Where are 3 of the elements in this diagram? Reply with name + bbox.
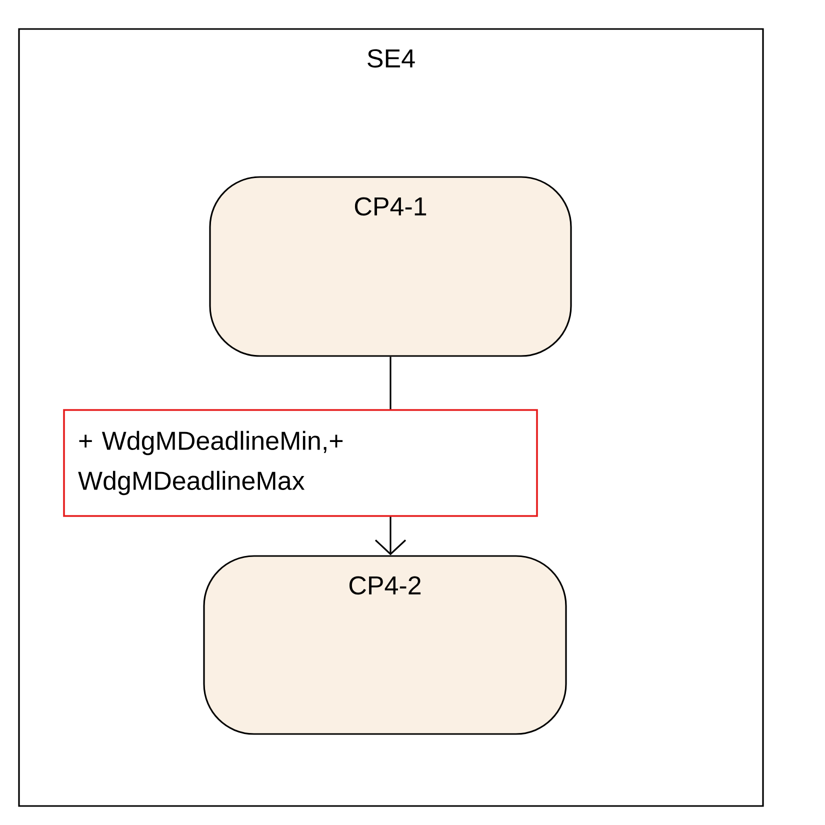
state-box: CP4-2 xyxy=(203,555,567,735)
state-box: CP4-1 xyxy=(209,176,572,357)
edge-label: + WdgMDeadlineMin,+ WdgMDeadlineMax xyxy=(63,409,538,517)
